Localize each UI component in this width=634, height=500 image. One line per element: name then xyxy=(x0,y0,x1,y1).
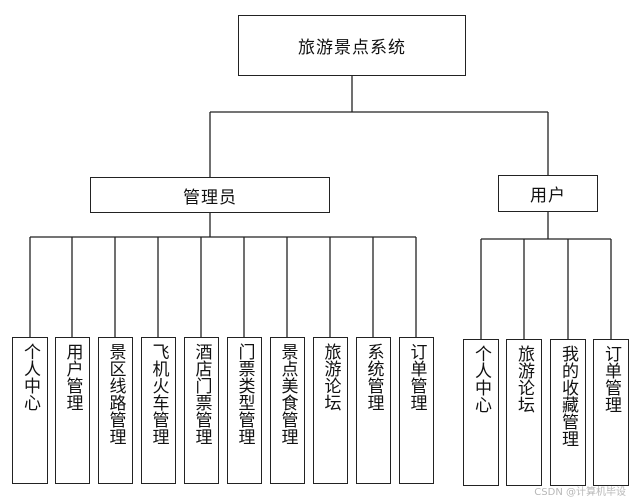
leaf-label: 旅游论坛 xyxy=(320,343,341,411)
leaf-label: 旅游论坛 xyxy=(514,345,534,413)
root-node: 旅游景点系统 xyxy=(238,15,466,76)
leaf-label: 门票类型管理 xyxy=(234,343,255,445)
leaf-label: 个人中心 xyxy=(471,345,491,413)
leaf-label: 订单管理 xyxy=(406,343,427,411)
user-leaf-forum: 旅游论坛 xyxy=(506,339,542,486)
leaf-label: 订单管理 xyxy=(601,345,621,413)
leaf-label: 个人中心 xyxy=(20,343,40,411)
user-label: 用户 xyxy=(530,186,566,206)
admin-label: 管理员 xyxy=(183,187,237,208)
user-node: 用户 xyxy=(498,175,598,212)
leaf-label: 景点美食管理 xyxy=(277,343,298,445)
admin-node: 管理员 xyxy=(90,177,330,213)
admin-leaf-transport-management: 飞机火车管理 xyxy=(141,337,176,484)
user-leaf-personal-center: 个人中心 xyxy=(463,339,499,486)
user-leaf-order-management: 订单管理 xyxy=(593,339,629,486)
leaf-label: 我的收藏管理 xyxy=(558,345,578,447)
admin-leaf-food-management: 景点美食管理 xyxy=(270,337,305,484)
leaf-label: 飞机火车管理 xyxy=(148,343,169,445)
user-leaf-favorites-management: 我的收藏管理 xyxy=(550,339,586,486)
admin-leaf-ticket-type-management: 门票类型管理 xyxy=(227,337,262,484)
admin-leaf-route-management: 景区线路管理 xyxy=(98,337,133,484)
admin-leaf-personal-center: 个人中心 xyxy=(12,337,48,484)
leaf-label: 景区线路管理 xyxy=(105,343,126,445)
admin-leaf-forum: 旅游论坛 xyxy=(313,337,348,484)
watermark: CSDN @计算机毕设 xyxy=(534,487,626,498)
leaf-label: 酒店门票管理 xyxy=(191,343,212,445)
admin-leaf-system-management: 系统管理 xyxy=(356,337,391,484)
admin-leaf-hotel-ticket-management: 酒店门票管理 xyxy=(184,337,219,484)
root-label: 旅游景点系统 xyxy=(298,38,406,58)
leaf-label: 系统管理 xyxy=(363,343,384,411)
admin-leaf-order-management: 订单管理 xyxy=(399,337,434,484)
leaf-label: 用户管理 xyxy=(62,343,83,411)
admin-leaf-user-management: 用户管理 xyxy=(55,337,90,484)
